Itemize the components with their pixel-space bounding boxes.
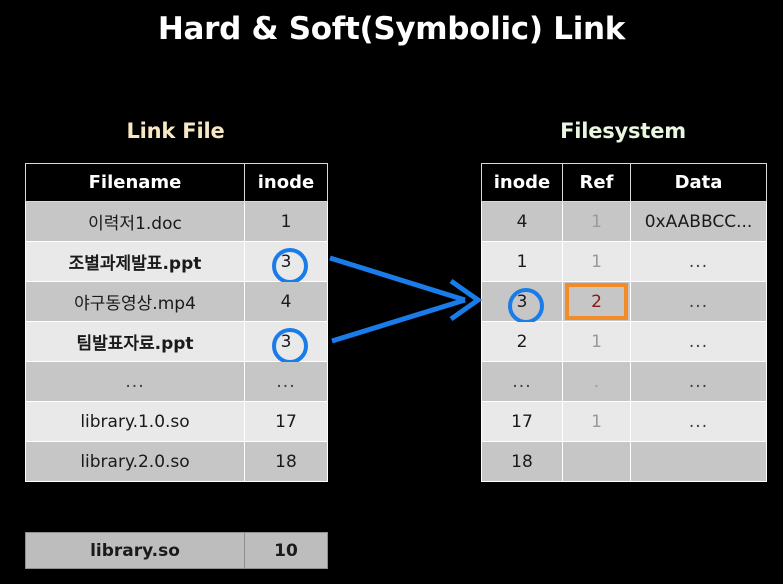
cell-ref-value: 2 <box>591 291 602 312</box>
cell-filename: ... <box>25 361 245 402</box>
link-file-caption: Link File <box>126 119 225 143</box>
cell-ref: 1 <box>562 401 631 442</box>
table-row: library.1.0.so 17 <box>25 401 328 442</box>
table-row: 4 1 0xAABBCC... <box>481 201 767 242</box>
cell-inode-value: 3 <box>280 331 292 352</box>
filesystem-caption: Filesystem <box>560 119 686 143</box>
table-row: ... ... <box>25 361 328 402</box>
cell-inode: 4 <box>244 281 328 322</box>
link-file-table: Filename inode 이력저1.doc 1 조별과제발표.ppt 3 야… <box>25 163 328 482</box>
column-header-inode: inode <box>244 163 328 202</box>
table-row: 조별과제발표.ppt 3 <box>25 241 328 284</box>
column-header-ref: Ref <box>562 163 631 202</box>
cell-inode: 3 <box>244 241 328 284</box>
table-row: 이력저1.doc 1 <box>25 201 328 242</box>
cell-filename: library.2.0.so <box>25 441 245 482</box>
table-row: library.2.0.so 18 <box>25 441 328 482</box>
page-title: Hard & Soft(Symbolic) Link <box>157 11 626 47</box>
table-row: 1 1 ... <box>481 241 767 282</box>
cell-ref: 2 <box>562 281 631 322</box>
cell-filename: library.1.0.so <box>25 401 245 442</box>
cell-ref: . <box>562 361 631 402</box>
cell-ref <box>562 441 631 482</box>
table-row: 17 1 ... <box>481 401 767 442</box>
cell-inode: 1 <box>244 201 328 242</box>
cell-data: ... <box>630 241 767 282</box>
column-header-filename: Filename <box>25 163 245 202</box>
cell-filename: 이력저1.doc <box>25 201 245 242</box>
cell-inode: 10 <box>244 532 328 569</box>
table-row: 야구동영상.mp4 4 <box>25 281 328 322</box>
cell-inode: 3 <box>481 281 563 324</box>
table-row: 2 1 ... <box>481 321 767 362</box>
table-row: library.so 10 <box>25 532 328 569</box>
cell-data: ... <box>630 361 767 402</box>
column-header-inode: inode <box>481 163 563 202</box>
cell-inode: ... <box>481 361 563 402</box>
cell-inode: 17 <box>244 401 328 442</box>
table-row: 18 <box>481 441 767 482</box>
table-header-row: Filename inode <box>25 163 328 202</box>
cell-ref: 1 <box>562 201 631 242</box>
cell-data: ... <box>630 401 767 442</box>
table-row: 팀발표자료.ppt 3 <box>25 321 328 364</box>
hard-link-arrow-bottom <box>331 297 466 344</box>
cell-inode: 4 <box>481 201 563 242</box>
cell-data <box>630 441 767 482</box>
hard-link-arrow-top <box>329 255 466 303</box>
table-row: 3 2 ... <box>481 281 767 324</box>
cell-filename: 야구동영상.mp4 <box>25 281 245 322</box>
cell-filename: 팀발표자료.ppt <box>25 321 245 362</box>
cell-inode-value: 3 <box>516 291 528 312</box>
cell-ref: 1 <box>562 321 631 362</box>
cell-inode: 18 <box>244 441 328 482</box>
cell-inode: 17 <box>481 401 563 442</box>
cell-inode: ... <box>244 361 328 402</box>
cell-inode: 3 <box>244 321 328 364</box>
table-header-row: inode Ref Data <box>481 163 767 202</box>
symlink-row-table: library.so 10 <box>25 532 328 569</box>
cell-inode: 2 <box>481 321 563 362</box>
arrowhead-icon <box>449 278 483 322</box>
cell-filename: 조별과제발표.ppt <box>25 241 245 282</box>
table-row: ... . ... <box>481 361 767 402</box>
column-header-data: Data <box>630 163 767 202</box>
cell-inode: 1 <box>481 241 563 282</box>
cell-inode-value: 3 <box>280 251 292 272</box>
cell-ref: 1 <box>562 241 631 282</box>
filesystem-table: inode Ref Data 4 1 0xAABBCC... 1 1 ... 3 <box>481 163 767 482</box>
cell-data: ... <box>630 321 767 362</box>
cell-filename: library.so <box>25 532 245 569</box>
cell-data: ... <box>630 281 767 322</box>
cell-data: 0xAABBCC... <box>630 201 767 242</box>
cell-inode: 18 <box>481 441 563 482</box>
